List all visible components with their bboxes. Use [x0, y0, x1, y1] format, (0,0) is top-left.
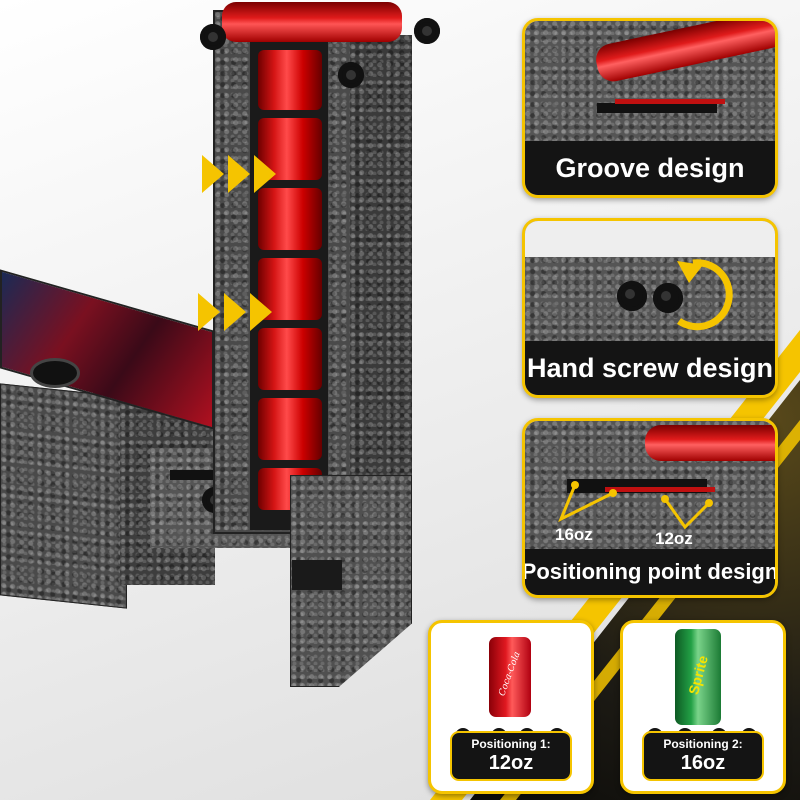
- can-brand-label: Coca-Cola: [497, 650, 523, 698]
- can-brand-label: Sprite: [685, 653, 711, 697]
- top-can: [222, 2, 402, 42]
- positioning-marker-lines: [558, 481, 713, 530]
- tower-knob-top-left: [200, 24, 226, 50]
- label-12oz: 12oz: [655, 529, 693, 548]
- panel-knob-left: [617, 281, 647, 311]
- positioning-1-card: Coca-Cola Positioning 1: 12oz: [428, 620, 594, 794]
- panel-knob-right: [653, 283, 683, 313]
- coca-cola-can: Coca-Cola: [489, 637, 531, 717]
- chevron-right-icon: [228, 155, 250, 193]
- chute-opening: [292, 560, 342, 590]
- tower-knob-mid: [338, 62, 364, 88]
- positioning-2-size: 16oz: [680, 752, 726, 774]
- groove-slot: [597, 103, 717, 113]
- positioning-red-bar: [605, 487, 715, 492]
- positioning-1-size: 12oz: [488, 752, 534, 774]
- tower-knob-top-right: [414, 18, 440, 44]
- rotate-arrow-icon: [677, 259, 733, 331]
- positioning-1-title: Positioning 1:: [471, 737, 551, 751]
- positioning-2-title: Positioning 2:: [663, 737, 743, 751]
- positioning-2-tag: Positioning 2: 16oz: [642, 731, 764, 781]
- positioning-point-panel: 16oz 12oz Positioning point design: [522, 418, 778, 598]
- groove-design-panel: Groove design: [522, 18, 778, 198]
- groove-red-bar: [615, 99, 725, 104]
- hand-screw-design-caption: Hand screw design: [525, 341, 775, 395]
- base-slot: [170, 470, 230, 480]
- positioning-panel-can: [645, 425, 775, 461]
- tower-side: [350, 35, 412, 530]
- sprite-can: Sprite: [675, 629, 721, 725]
- label-16oz: 16oz: [555, 525, 593, 544]
- positioning-1-tag: Positioning 1: 12oz: [450, 731, 572, 781]
- lid-cap: [30, 358, 80, 388]
- positioning-2-card: Sprite Positioning 2: 16oz: [620, 620, 786, 794]
- hand-screw-panel-top: [525, 221, 775, 257]
- chevron-right-icon: [202, 155, 224, 193]
- chevron-right-icon: [198, 293, 220, 331]
- positioning-point-caption: Positioning point design: [525, 549, 775, 595]
- chevron-right-icon: [250, 293, 272, 331]
- chevron-right-icon: [224, 293, 246, 331]
- chevron-right-icon: [254, 155, 276, 193]
- hand-screw-design-panel: Hand screw design: [522, 218, 778, 398]
- groove-design-caption: Groove design: [525, 141, 775, 195]
